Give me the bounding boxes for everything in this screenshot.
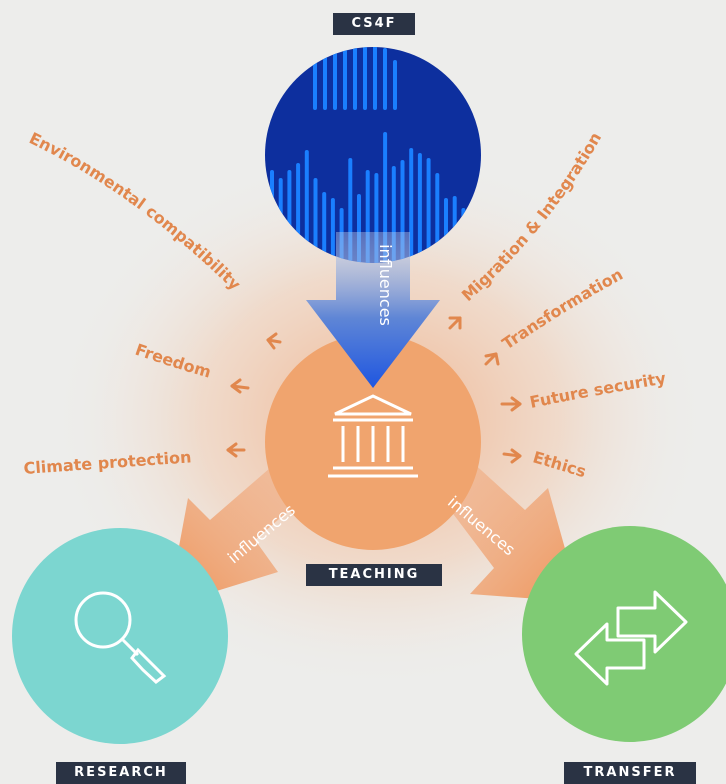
arrow-cs4f-to-teaching <box>306 232 440 388</box>
arrow-up-right-icon <box>484 352 500 366</box>
influences-label-top: influences <box>376 244 395 326</box>
arrow-left-icon <box>230 378 250 394</box>
research-circle <box>12 528 228 744</box>
exchange-arrows-icon <box>574 590 688 686</box>
research-tag: RESEARCH <box>56 762 186 784</box>
arrow-right-icon <box>500 396 522 412</box>
arrow-up-right-icon <box>448 316 462 330</box>
transfer-circle <box>522 526 726 742</box>
magnifier-icon <box>74 591 167 684</box>
institution-building-icon <box>328 394 418 478</box>
arrow-left-icon <box>266 332 282 350</box>
transfer-tag: TRANSFER <box>564 762 696 784</box>
teaching-tag: TEACHING <box>306 564 442 586</box>
cs4f-tag: CS4F <box>333 13 415 35</box>
arrow-left-icon <box>226 442 246 458</box>
arrow-right-icon <box>502 448 522 464</box>
